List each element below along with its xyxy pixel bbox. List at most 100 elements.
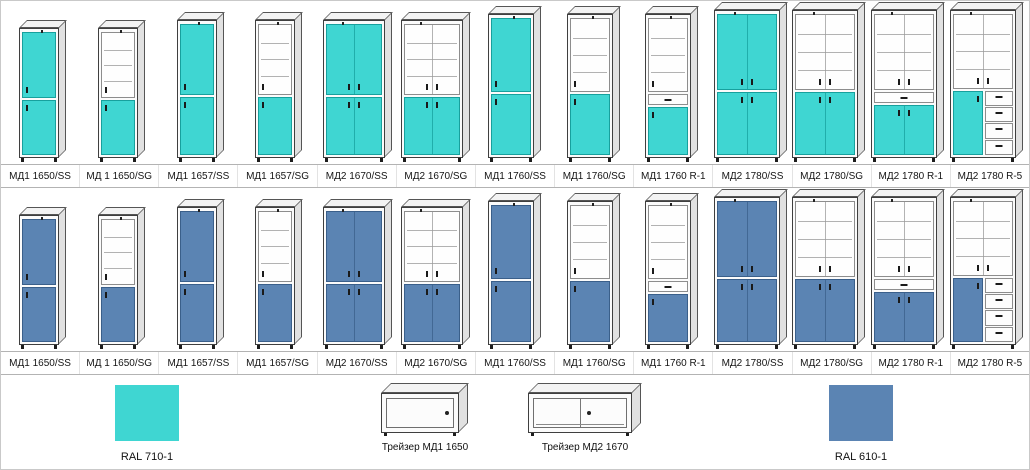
cabinet-side-face — [294, 12, 303, 158]
cabinet-cell — [240, 12, 319, 162]
lock-dot — [812, 12, 815, 15]
cabinet-front-face — [19, 215, 60, 345]
door-handle — [750, 266, 753, 273]
trayzer-foot — [531, 433, 534, 436]
cabinet-side-face — [58, 207, 67, 345]
door-handle — [908, 79, 910, 86]
cabinet-cell — [947, 189, 1026, 349]
cabinet-illustration — [792, 189, 867, 349]
lock-dot — [891, 12, 894, 15]
cabinet-label: МД1 1760 R-1 — [633, 352, 712, 374]
cabinet-foot — [873, 345, 876, 349]
cabinet-side-face — [857, 189, 866, 345]
lock-dot — [891, 199, 894, 202]
cabinet-illustration — [713, 189, 788, 349]
cabinet-side-face — [778, 2, 787, 158]
cabinet-top-face — [871, 189, 945, 197]
cabinet-label: МД2 1670/SG — [395, 352, 475, 374]
cabinet-top-face — [792, 189, 867, 197]
drawer-handle — [995, 128, 1003, 131]
cabinet-label: МД1 1657/SS — [158, 352, 237, 374]
lower-section — [952, 277, 1013, 342]
door-solid — [100, 100, 135, 155]
door-handle — [573, 268, 576, 275]
lock-dot — [513, 16, 516, 19]
door-handle — [740, 266, 743, 273]
lock-dot — [591, 16, 594, 19]
drawer — [984, 326, 1013, 342]
door-handle — [740, 97, 743, 104]
door-solid — [179, 96, 214, 155]
door-solid — [490, 281, 531, 342]
lock-dot — [198, 209, 201, 212]
drawer — [984, 294, 1013, 310]
trayzer-md1-label: Трейзер МД1 1650 — [381, 442, 469, 453]
door-handle — [819, 79, 822, 86]
door-solid — [490, 205, 531, 280]
lower-section — [952, 90, 1013, 155]
cabinet-illustration — [255, 12, 304, 162]
cabinet-front-face — [401, 20, 464, 158]
cabinet-illustration — [713, 2, 788, 162]
swatch-label-turquoise: RAL 710-1 — [120, 451, 174, 463]
door-handle — [750, 79, 753, 86]
door-solid — [716, 279, 777, 342]
cabinet-label: МД1 1760 R-1 — [633, 165, 712, 187]
door-handle — [26, 87, 29, 94]
door-gap-line — [746, 15, 748, 90]
cabinet-label: МД2 1780/SS — [712, 352, 791, 374]
cabinet-cell — [161, 199, 240, 349]
cabinet-side-face — [1014, 2, 1023, 158]
cabinet-foot — [257, 345, 261, 349]
lock-dot — [341, 22, 344, 25]
cabinet-foot — [853, 158, 857, 162]
lock-dot — [119, 217, 122, 220]
lock-dot — [670, 16, 673, 19]
cabinet-foot — [1010, 345, 1014, 349]
door-solid — [22, 287, 57, 342]
drawer-stack — [984, 277, 1013, 342]
trayzer-side-face — [631, 383, 641, 433]
door-gap-line — [746, 280, 748, 341]
door-handle — [436, 101, 439, 108]
cabinet-foot — [257, 158, 261, 162]
cabinet-foot — [607, 158, 611, 162]
cabinet-side-face — [936, 189, 944, 345]
door-glass — [258, 211, 293, 282]
door-gap-line — [432, 212, 434, 281]
door-handle — [104, 292, 107, 299]
door-handle — [183, 270, 186, 277]
door-handle — [347, 270, 350, 277]
cabinet-illustration — [566, 6, 621, 162]
door-glass — [100, 32, 135, 99]
cabinet-front-face — [255, 20, 296, 158]
cabinet-side-face — [215, 12, 224, 158]
cabinet-label: МД 1 1650/SG — [79, 165, 158, 187]
cabinet-illustration — [19, 20, 68, 162]
door-handle — [104, 87, 107, 94]
door-solid — [179, 24, 214, 95]
door-glass — [404, 211, 461, 282]
cabinet-label: МД1 1760/SG — [554, 352, 633, 374]
door-handle — [908, 297, 910, 304]
cabinet-front-face — [255, 207, 296, 345]
door-solid — [22, 219, 57, 286]
cabinet-cell — [240, 199, 319, 349]
cabinet-top-face — [713, 189, 788, 197]
cabinet-cell — [4, 20, 83, 162]
door-handle — [26, 274, 29, 281]
door-handle — [829, 266, 832, 273]
door-handle — [573, 81, 576, 88]
lock-dot — [198, 22, 201, 25]
door-handle — [573, 99, 576, 106]
door-handle — [104, 105, 107, 112]
door-solid — [795, 279, 856, 342]
lock-dot — [812, 199, 815, 202]
cabinet-foot — [853, 345, 857, 349]
door-solid — [874, 292, 934, 342]
cabinet-front-face — [401, 207, 464, 345]
door-handle — [26, 292, 29, 299]
door-glass — [569, 18, 610, 93]
